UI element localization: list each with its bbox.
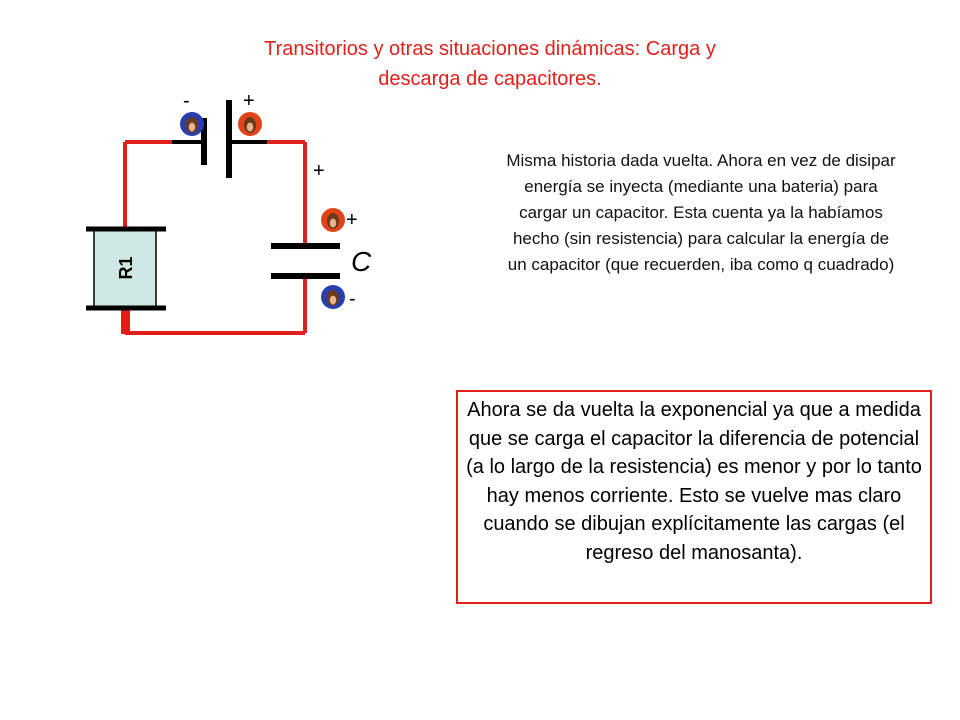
wire-plus-sign: + xyxy=(313,160,325,182)
highlighted-note-box: Ahora se da vuelta la exponencial ya que… xyxy=(456,390,932,604)
capacitor-label: C xyxy=(351,246,372,277)
explanation-text: Misma historia dada vuelta. Ahora en vez… xyxy=(506,151,896,274)
resistor-label: R1 xyxy=(116,256,136,279)
positive-charge-icon xyxy=(321,208,345,232)
capacitor-plus-sign: + xyxy=(346,209,358,231)
battery-minus-sign: - xyxy=(183,90,190,112)
negative-charge-icon xyxy=(321,285,345,309)
capacitor-minus-sign: - xyxy=(349,288,356,310)
resistor-body xyxy=(93,228,157,309)
slide-title: Transitorios y otras situaciones dinámic… xyxy=(170,34,810,94)
title-line-2: descarga de capacitores. xyxy=(378,68,602,90)
battery xyxy=(172,100,267,178)
title-line-1: Transitorios y otras situaciones dinámic… xyxy=(264,38,716,60)
resistor: R1 xyxy=(86,226,166,311)
battery-plus-sign: + xyxy=(243,90,255,112)
positive-charge-icon xyxy=(238,112,262,136)
capacitor xyxy=(271,243,340,279)
negative-charge-icon xyxy=(180,112,204,136)
wire-thick-segment xyxy=(121,308,130,334)
